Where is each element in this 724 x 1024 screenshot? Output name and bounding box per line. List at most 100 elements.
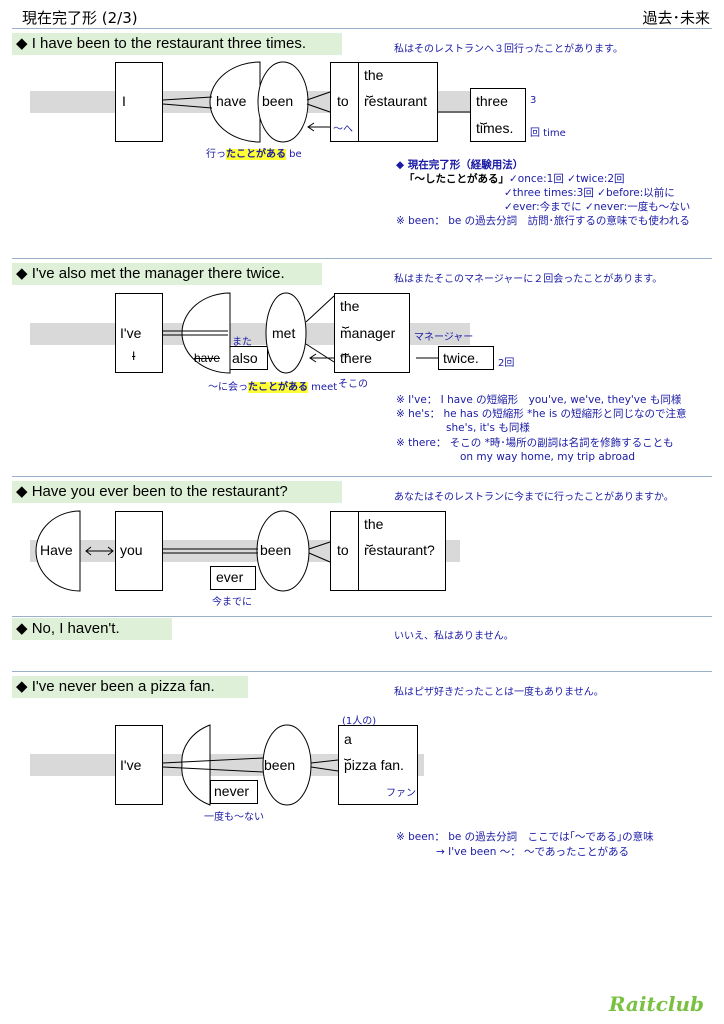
word-you: you	[120, 542, 143, 558]
annotation-itta: 行ったことがある be	[206, 149, 302, 160]
sentence-2: ◆ I've also met the manager there twice.	[12, 263, 322, 285]
annotation-fan: ファン	[386, 788, 416, 799]
brace-icon: ⏟	[342, 314, 350, 328]
word-i: I	[122, 93, 126, 109]
annotation-2kai: 2回	[498, 358, 515, 369]
brace-icon: ⏟	[366, 83, 374, 97]
note-2-line-2: ※ he's： he has の短縮形 *he is の短縮形と同じなので注意	[396, 408, 687, 420]
annotation-soko: そこの	[338, 379, 368, 390]
brace-icon: ⏟	[366, 532, 374, 546]
translation-3: あなたはそのレストランに今までに行ったことがありますか。	[394, 492, 674, 503]
note-2-line-4: ※ there： そこの *時･場所の副詞は名詞を修飾することも	[396, 437, 674, 449]
translation-5: 私はピザ好きだったことは一度もありません。	[394, 687, 604, 698]
annotation-to: ～へ	[333, 124, 353, 135]
have-dome-5	[181, 724, 211, 806]
note-line-1: 「～したことがある」✓once:1回 ✓twice:2回	[404, 173, 625, 185]
word-ive-5: I've	[120, 757, 142, 773]
note-line-3: ✓ever:今までに ✓never:一度も～ない	[504, 201, 691, 213]
word-been: been	[262, 93, 294, 109]
word-a: a	[344, 731, 352, 747]
subject-box-3	[115, 511, 163, 591]
sentence-5: ◆ I've never been a pizza fan.	[12, 676, 248, 698]
sentence-1: ◆ I have been to the restaurant three ti…	[12, 33, 342, 55]
word-also: also	[232, 350, 258, 366]
word-ever: ever	[216, 569, 244, 585]
word-ive: I've	[120, 325, 142, 341]
word-times: times.	[476, 120, 514, 136]
note-2-line-3: she's, it's も同様	[446, 422, 530, 434]
object-box-3	[358, 511, 446, 591]
word-have-strike: have	[194, 351, 221, 365]
translation-4: いいえ、私はありません。	[394, 631, 514, 642]
have-dome-1	[209, 61, 261, 143]
category-label: 過去･未来	[642, 9, 710, 27]
word-there: there	[340, 350, 372, 366]
subject-box-5	[115, 725, 163, 805]
ever-box	[210, 566, 256, 590]
translation-2: 私はまたそこのマネージャーに２回会ったことがあります。	[394, 274, 663, 285]
subject-box-2	[115, 293, 163, 373]
note-5-line-1: ※ been： be の過去分詞 ここでは｢～である｣の意味	[396, 831, 654, 843]
word-pizza-fan: pizza fan.	[344, 757, 404, 773]
brace-icon: ⏟	[342, 341, 350, 355]
section-divider	[12, 671, 712, 672]
note-line-4: ※ been： be の過去分詞 訪問･旅行するの意味でも使われる	[396, 215, 690, 227]
annotation-hitori: (1人の)	[342, 716, 377, 727]
met-oval-2	[265, 292, 307, 374]
word-to-3: to	[337, 542, 349, 558]
word-to: to	[337, 93, 349, 109]
section-divider	[12, 476, 712, 477]
never-box	[210, 780, 258, 804]
adverb-box-1	[470, 88, 526, 142]
section-divider	[12, 616, 712, 617]
word-been-3: been	[260, 542, 292, 558]
word-never: never	[214, 783, 250, 799]
header-divider	[12, 28, 712, 29]
brand-logo: Raitclub	[608, 992, 704, 1016]
object-box-1	[358, 62, 438, 142]
sentence-4: ◆ No, I haven't.	[12, 618, 172, 640]
object-box-2	[334, 293, 410, 373]
have-dome-3	[35, 510, 81, 592]
brace-icon: ⏟	[480, 110, 488, 124]
been-oval-5	[262, 724, 312, 806]
have-dome-2	[181, 292, 231, 374]
preposition-box-1	[330, 62, 360, 142]
section-divider	[12, 258, 712, 259]
complement-box-5	[338, 725, 418, 805]
word-i-strike: I	[132, 349, 136, 363]
word-the-3: the	[364, 516, 384, 532]
word-been-5: been	[264, 757, 296, 773]
annotation-imamade: 今までに	[212, 597, 252, 608]
word-the-2: the	[340, 298, 360, 314]
note-2-line-5: on my way home, my trip abroad	[460, 451, 636, 463]
note-title-1: ◆ 現在完了形（経験用法）	[396, 159, 524, 171]
annotation-mata: また	[232, 337, 252, 348]
note-2-line-1: ※ I've： I have の短縮形 you've, we've, they'…	[396, 394, 682, 406]
word-met: met	[272, 325, 296, 341]
note-line-2: ✓three times:3回 ✓before:以前に	[504, 187, 675, 199]
page-title: 現在完了形 (2/3)	[22, 9, 138, 27]
subject-box-1	[115, 62, 163, 142]
adverb-box-2	[438, 346, 494, 370]
brace-icon: ⏟	[344, 746, 352, 760]
annotation-kai: 回 time	[530, 128, 566, 139]
been-oval-1	[257, 61, 309, 143]
annotation-ichido: 一度も～ない	[204, 812, 264, 823]
sentence-3: ◆ Have you ever been to the restaurant?	[12, 481, 342, 503]
word-three: three	[476, 93, 508, 109]
word-restaurant-3: restaurant?	[364, 542, 435, 558]
annotation-manager: マネージャー	[414, 332, 474, 343]
preposition-box-3	[330, 511, 360, 591]
been-oval-3	[256, 510, 310, 592]
annotation-3: 3	[530, 95, 537, 106]
word-have-3: Have	[40, 542, 73, 558]
word-have: have	[216, 93, 247, 109]
translation-1: 私はそのレストランへ３回行ったことがあります。	[394, 44, 623, 55]
note-5-line-2: → I've been ～： ～であったことがある	[436, 846, 629, 858]
word-manager: manager	[340, 325, 396, 341]
annotation-ni-atta: ～に会ったことがある meet	[208, 382, 338, 393]
word-restaurant: restaurant	[364, 93, 428, 109]
